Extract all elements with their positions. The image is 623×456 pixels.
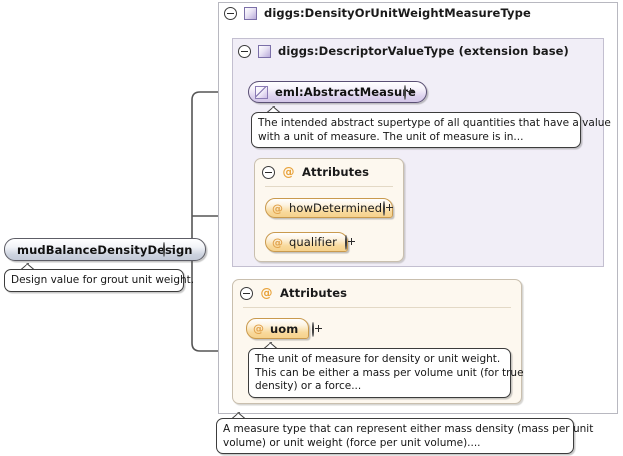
panel-divider — [265, 186, 393, 187]
extension-base-name: diggs:DescriptorValueType (extension bas… — [278, 44, 569, 58]
complextype-icon — [258, 44, 271, 58]
annotation-line: A measure type that can represent either… — [223, 423, 594, 435]
at-icon: @ — [272, 235, 283, 249]
at-icon: @ — [282, 164, 295, 179]
annotation-complextype: A measure type that can represent either… — [216, 418, 594, 454]
at-icon: @ — [272, 201, 283, 215]
expand-toggle-abstractmeasure[interactable] — [404, 85, 417, 100]
callout-notch-uom — [263, 342, 278, 350]
attribute-group-title: Attributes — [302, 165, 370, 179]
at-icon: @ — [260, 285, 273, 300]
abstract-element-label: eml:AbstractMeasure — [275, 85, 416, 99]
element-label: mudBalanceDensityDesign — [17, 242, 193, 257]
expand-toggle-howdetermined[interactable] — [383, 201, 396, 216]
attribute-group-header-2[interactable]: @ Attributes — [240, 286, 347, 300]
collapse-toggle-complextype[interactable] — [224, 6, 237, 20]
abstract-element-icon — [255, 85, 268, 99]
annotation-abstractmeasure: The intended abstract supertype of all q… — [251, 112, 611, 148]
attribute-howdetermined[interactable]: @ howDetermined — [265, 198, 394, 218]
annotation-line: volume) or unit weight (force per unit v… — [223, 436, 481, 449]
complextype-header[interactable]: diggs:DensityOrUnitWeightMeasureType — [224, 6, 531, 20]
annotation-line: with a unit of measure. The unit of meas… — [258, 130, 524, 143]
annotation-line: The unit of measure for density or unit … — [255, 353, 501, 365]
complextype-name: diggs:DensityOrUnitWeightMeasureType — [264, 6, 531, 20]
annotation-line: The intended abstract supertype of all q… — [258, 117, 611, 129]
annotation-line: This can be either a mass per volume uni… — [255, 366, 524, 379]
callout-notch-root-element — [20, 263, 35, 271]
attribute-label: qualifier — [289, 235, 337, 249]
plus-icon[interactable] — [383, 201, 385, 216]
callout-notch-complextype — [231, 412, 246, 420]
collapse-toggle-attributes-2[interactable] — [240, 286, 253, 300]
annotation-uom: The unit of measure for density or unit … — [248, 348, 524, 398]
attribute-group-header-1[interactable]: @ Attributes — [262, 165, 369, 179]
attribute-label: howDetermined — [289, 201, 383, 215]
collapse-toggle-extension-base[interactable] — [238, 44, 251, 58]
annotation-line: Design value for grout unit weight. — [11, 274, 195, 286]
minus-icon[interactable] — [163, 242, 165, 257]
collapse-toggle-attributes-1[interactable] — [262, 165, 275, 179]
callout-notch-abstractmeasure — [266, 106, 281, 114]
at-icon: @ — [253, 322, 264, 335]
plus-icon[interactable] — [345, 235, 347, 250]
element-mudbalancedensitydesign[interactable]: mudBalanceDensityDesign — [4, 238, 206, 261]
element-abstractmeasure[interactable]: eml:AbstractMeasure — [248, 81, 427, 103]
extension-base-header[interactable]: diggs:DescriptorValueType (extension bas… — [238, 44, 569, 58]
attribute-uom[interactable]: @ uom — [246, 318, 310, 339]
expand-toggle-uom[interactable] — [312, 322, 325, 337]
attribute-group-title: Attributes — [280, 286, 348, 300]
plus-icon[interactable] — [404, 85, 406, 100]
annotation-root-element: Design value for grout unit weight. — [4, 269, 195, 292]
annotation-line: density) or a force... — [255, 380, 362, 392]
plus-icon[interactable] — [312, 322, 314, 337]
expand-toggle-qualifier[interactable] — [345, 235, 358, 250]
collapse-toggle-root-element[interactable] — [163, 242, 176, 257]
attribute-label: uom — [270, 321, 299, 336]
panel-divider — [243, 307, 511, 308]
complextype-icon — [244, 6, 257, 20]
attribute-qualifier[interactable]: @ qualifier — [265, 232, 348, 252]
